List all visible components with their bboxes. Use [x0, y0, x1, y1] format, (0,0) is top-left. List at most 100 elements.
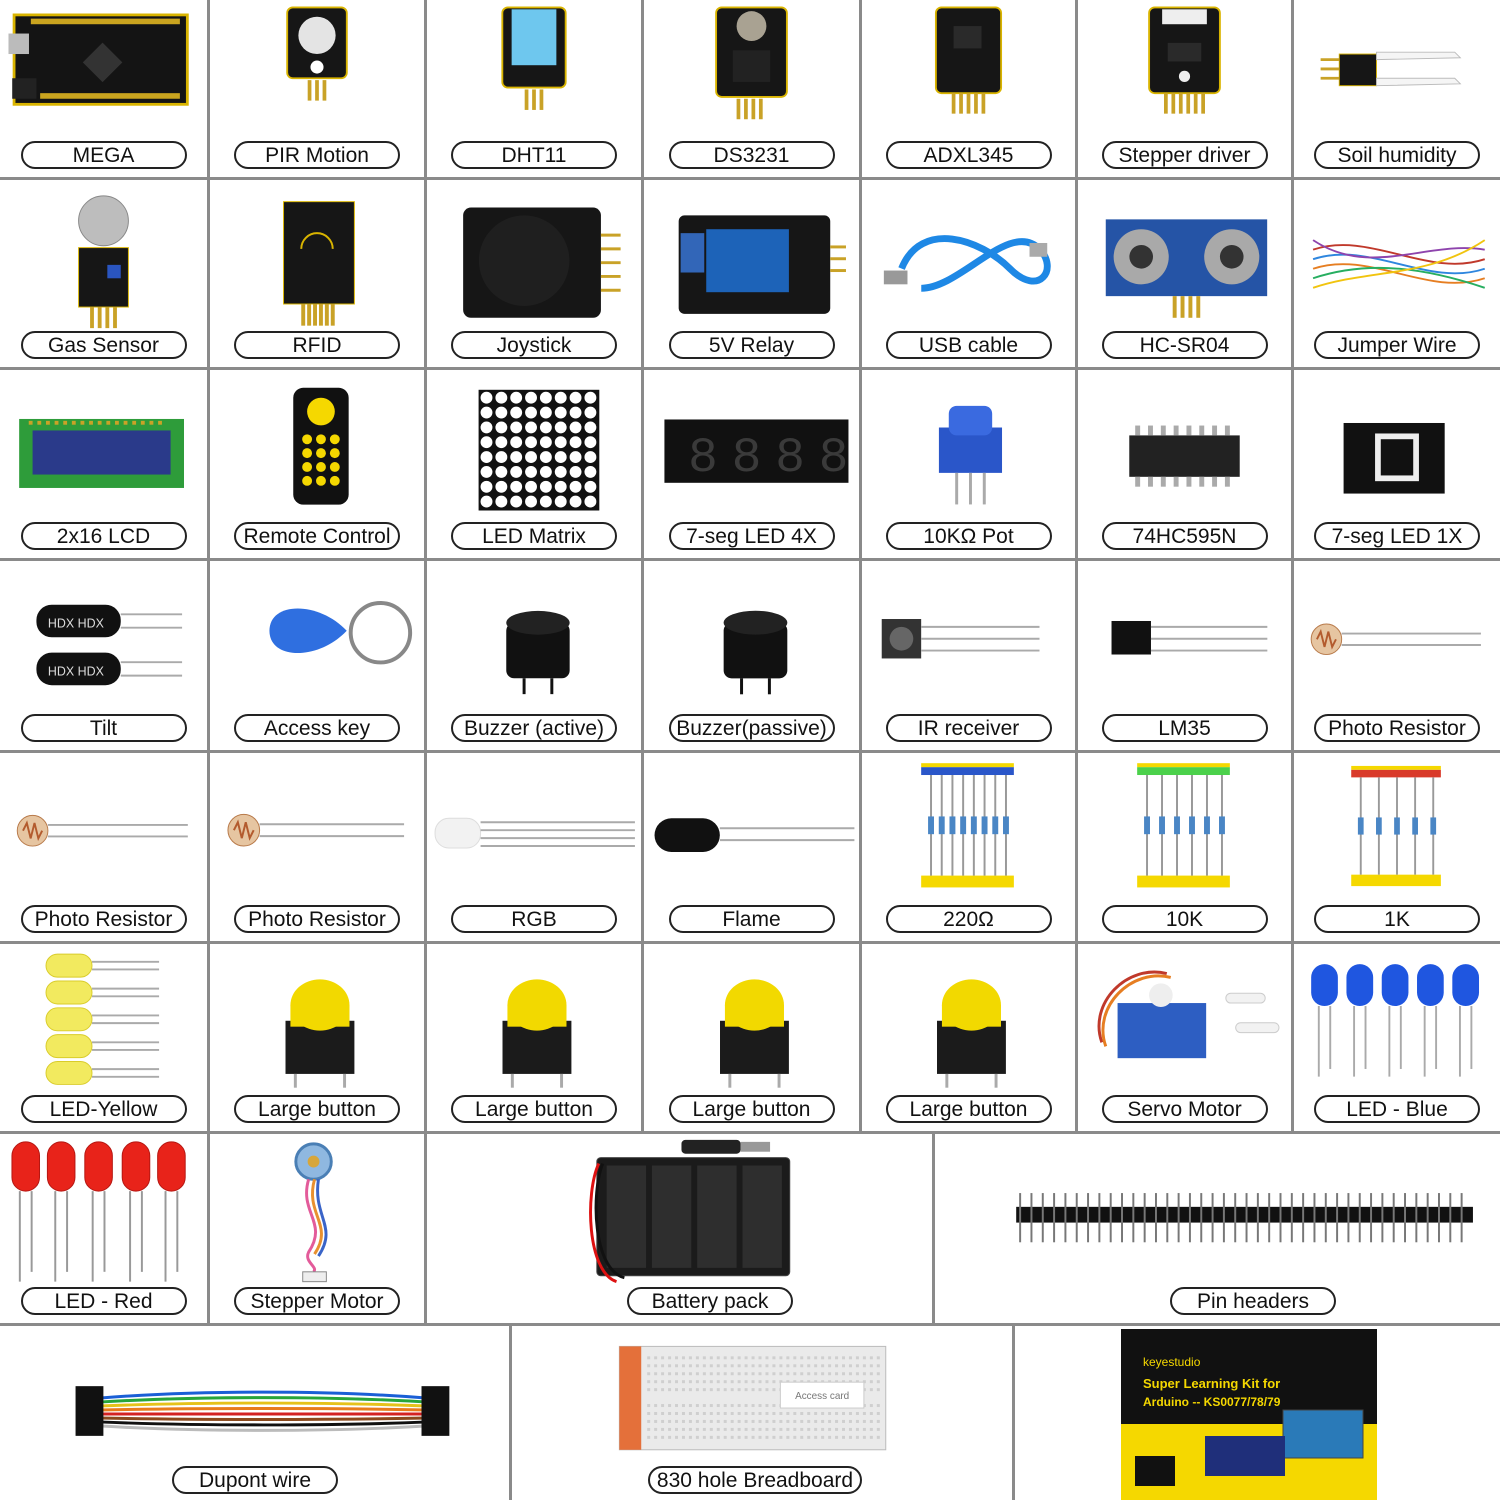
item-label: MEGA — [20, 141, 187, 169]
kit-item-cell: Soil humidity — [1294, 0, 1500, 180]
kit-item-cell: Servo Motor — [1078, 944, 1294, 1134]
kit-item-cell: USB cable — [862, 180, 1078, 370]
item-label: Large button — [451, 1095, 617, 1123]
item-label: 2x16 LCD — [20, 522, 187, 550]
breadboard-icon: Access card — [512, 1326, 1012, 1500]
item-label: DHT11 — [451, 141, 617, 169]
item-label: LM35 — [1101, 714, 1268, 742]
item-label: Gas Sensor — [20, 331, 187, 359]
svg-text:8: 8 — [775, 430, 805, 486]
item-label: 1K — [1314, 905, 1480, 933]
led-icon — [0, 944, 207, 1131]
cell-battery-pack: Battery pack — [427, 1134, 935, 1326]
svg-text:8: 8 — [732, 430, 762, 486]
relay-icon — [644, 180, 859, 367]
item-label: Photo Resistor — [1314, 714, 1480, 742]
jumper-wire-icon — [1294, 180, 1500, 367]
item-label: Flame — [668, 905, 835, 933]
led-icon — [1294, 944, 1500, 1131]
item-label: DS3231 — [668, 141, 835, 169]
battery-pack-icon — [427, 1134, 932, 1323]
kit-item-cell: LED Matrix — [427, 370, 644, 561]
button-icon — [210, 944, 424, 1131]
kit-item-cell: 220Ω — [862, 753, 1078, 944]
kit-item-cell: Large button — [427, 944, 644, 1134]
resistor-icon — [862, 753, 1075, 941]
kit-item-cell: LED-Yellow — [0, 944, 210, 1134]
kit-item-cell: LED - Blue — [1294, 944, 1500, 1134]
kit-item-cell: Stepper driver — [1078, 0, 1294, 180]
pot-icon — [862, 370, 1075, 558]
manual-cover-icon: keyestudio Super Learning Kit for Arduin… — [1015, 1326, 1500, 1500]
item-label: Jumper Wire — [1314, 331, 1480, 359]
item-label: Remote Control — [234, 522, 400, 550]
kit-item-cell: Large button — [644, 944, 862, 1134]
cell-manual: keyestudio Super Learning Kit for Arduin… — [1015, 1326, 1500, 1500]
kit-item-cell: Jumper Wire — [1294, 180, 1500, 370]
ds3231-icon — [644, 0, 859, 177]
kit-item-cell: 10K — [1078, 753, 1294, 944]
led-matrix-icon — [427, 370, 641, 558]
kit-item-cell: RFID — [210, 180, 427, 370]
dupont-wire-icon — [0, 1326, 509, 1500]
kit-item-cell: Large button — [210, 944, 427, 1134]
kit-item-cell: 5V Relay — [644, 180, 862, 370]
rgb-led-icon — [427, 753, 641, 941]
kit-item-cell: RGB — [427, 753, 644, 944]
manual-brand: keyestudio — [1143, 1355, 1201, 1369]
remote-icon — [210, 370, 424, 558]
key-fob-icon — [210, 561, 424, 750]
photoresistor-icon — [1294, 561, 1500, 750]
item-label: Access key — [234, 714, 400, 742]
item-label: ADXL345 — [885, 141, 1052, 169]
led-icon — [0, 1134, 207, 1323]
tilt-hdx-text: HDX HDX — [48, 617, 105, 631]
pir-sensor-icon — [210, 0, 424, 177]
kit-item-cell: 10KΩ Pot — [862, 370, 1078, 561]
gas-sensor-icon — [0, 180, 207, 367]
kit-item-cell: DHT11 — [427, 0, 644, 180]
item-label: HC-SR04 — [1101, 331, 1268, 359]
item-label: LED - Red — [20, 1287, 187, 1315]
item-label: 10K — [1101, 905, 1268, 933]
ic-chip-icon — [1078, 370, 1291, 558]
item-label: 74HC595N — [1101, 522, 1268, 550]
item-label: Large button — [885, 1095, 1052, 1123]
item-label: RGB — [451, 905, 617, 933]
item-label: Joystick — [451, 331, 617, 359]
breadboard-card-text: Access card — [795, 1391, 849, 1402]
item-label: Large button — [234, 1095, 400, 1123]
kit-item-cell: Large button — [862, 944, 1078, 1134]
item-label: Pin headers — [1170, 1287, 1336, 1315]
buzzer-icon — [427, 561, 641, 750]
kit-item-cell: IR receiver — [862, 561, 1078, 753]
item-label: 10KΩ Pot — [885, 522, 1052, 550]
buzzer-icon — [644, 561, 859, 750]
manual-title: Super Learning Kit for — [1143, 1376, 1280, 1391]
adxl345-icon — [862, 0, 1075, 177]
button-icon — [644, 944, 859, 1131]
item-label: Stepper Motor — [234, 1287, 400, 1315]
kit-item-cell: 1K — [1294, 753, 1500, 944]
ultrasonic-icon — [1078, 180, 1291, 367]
kit-item-cell: Photo Resistor — [1294, 561, 1500, 753]
cell-pin-headers: Pin headers — [935, 1134, 1500, 1326]
ir-receiver-icon — [862, 561, 1075, 750]
lm35-icon — [1078, 561, 1291, 750]
kit-item-cell: Photo Resistor — [210, 753, 427, 944]
stepper-driver-icon — [1078, 0, 1291, 177]
cell-led-red: LED - Red — [0, 1134, 210, 1326]
item-label: Soil humidity — [1314, 141, 1480, 169]
photoresistor-icon — [210, 753, 424, 941]
kit-item-cell: Buzzer(passive) — [644, 561, 862, 753]
item-label: LED - Blue — [1314, 1095, 1480, 1123]
kit-item-cell: 74HC595N — [1078, 370, 1294, 561]
soil-humidity-icon — [1294, 0, 1500, 177]
kit-item-cell: DS3231 — [644, 0, 862, 180]
kit-item-cell: HC-SR04 — [1078, 180, 1294, 370]
photoresistor-icon — [0, 753, 207, 941]
flame-sensor-icon — [644, 753, 859, 941]
kit-item-cell: Joystick — [427, 180, 644, 370]
